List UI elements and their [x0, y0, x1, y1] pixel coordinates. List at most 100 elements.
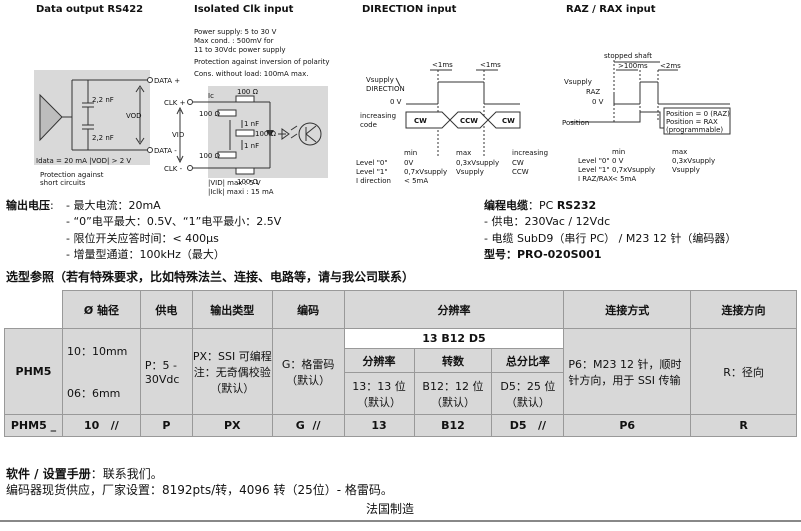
connection-value: P6：M23 12 针，顺时针方向，用于 SSI 传输 [568, 357, 682, 387]
manual-label: 软件 / 设置手册 [6, 467, 91, 481]
direction-min: min [404, 149, 417, 157]
cable-spec-1: - 供电：230Vac / 12Vdc [484, 215, 611, 228]
clk-ic: Ic [208, 92, 214, 100]
output-spec-3: - 限位开关应答时间：< 400µs [66, 232, 219, 245]
resolution-subheader: 13 B12 D5 [343, 328, 565, 349]
rs422-cap1: 2,2 nF [92, 96, 114, 104]
footer-divider [0, 520, 801, 522]
cable-label: 编程电缆 [484, 199, 528, 212]
rs422-vod: VOD [126, 112, 142, 120]
cable-value: ：PC [528, 199, 554, 212]
ordercode-code-value: G [295, 419, 305, 432]
ordercode-row: PHM5 _ 10 // P PX G // 13 B12 D5 // P6 R [4, 414, 797, 437]
direction-level0: Level "0" [356, 159, 388, 167]
turns-value-cell: B12：12 位（默认） [413, 372, 493, 415]
direction-cell: R：径向 [690, 328, 797, 415]
rs422-data-plus: DATA + [154, 77, 180, 85]
direction-vsupply: Vsupply [366, 76, 394, 84]
raz-zero: 0 V [592, 98, 604, 106]
raz-l0-max: 0,3xVsupply [672, 157, 715, 165]
direction-zero: 0 V [390, 98, 402, 106]
clk-r2: 100 Ω [199, 110, 221, 118]
turns-value: B12：12 位（默认） [422, 379, 484, 409]
subcol-res: 分辨率 [343, 348, 415, 373]
total-value-cell: D5：25 位（默认） [491, 372, 565, 415]
direction-ccw: CCW [460, 117, 478, 125]
supply-cell: P：5 - 30Vdc [139, 328, 193, 415]
rs422-diagram: DATA + DATA - 2,2 nF 2,2 nF VOD Idata = … [34, 70, 180, 187]
raz-l0-min: 0 V [612, 157, 624, 165]
header-supply: 供电 [139, 290, 193, 329]
raz-pos2: Position = RAX [666, 118, 718, 126]
direction-diagram: Vsupply DIRECTION 0 V <1ms <1ms increasi… [356, 61, 548, 185]
rs422-protection: Protection against [40, 171, 104, 179]
clk-spec-3: 11 to 30Vdc power supply [194, 46, 286, 54]
selection-title: 选型参照（若有特殊要求，比如特殊法兰、连接、电路等，请与我公司联系） [6, 270, 415, 284]
clk-spec-2: Max cond. : 500mV for [194, 37, 274, 45]
clk-nf2: 1 nF [244, 142, 259, 150]
shaft-10-cell: 10：10mm [61, 328, 141, 373]
raz-label: RAZ [586, 88, 600, 96]
direction-label: DIRECTION [366, 85, 405, 93]
raz-pos1: Position = 0 (RAZ) [666, 110, 730, 118]
model-block: 型号：PRO-020S001 [484, 247, 602, 262]
rs422-cap2: 2,2 nF [92, 134, 114, 142]
table-values-row-1: 06：6mm 13：13 位（默认） B12：12 位（默认） D5：25 位（… [5, 372, 797, 415]
raz-vsupply: Vsupply [564, 78, 592, 86]
ordercode-res: 13 [343, 414, 415, 437]
raz-position: Position [562, 119, 589, 127]
raz-t2: <2ms [660, 62, 681, 70]
clk-title: Isolated Clk input [194, 4, 294, 15]
stock-line: 编码器现货供应，厂家设置：8192pts/转，4096 转（25位）- 格雷码。 [6, 483, 393, 497]
direction-l0-min: 0V [404, 159, 413, 167]
direction-title: DIRECTION input [362, 4, 457, 15]
clk-minus: CLK - [164, 165, 183, 173]
header-connection: 连接方式 [563, 290, 692, 329]
ordercode-shaft-value: 10 [83, 419, 100, 432]
shaft-10: 10：10mm [66, 344, 128, 358]
raz-i-min: < 5mA [612, 175, 636, 183]
clk-r3: 100 Ω [255, 130, 277, 138]
raz-title: RAZ / RAX input [566, 4, 656, 15]
header-resolution: 分辨率 [343, 290, 565, 329]
ordercode-supply: P [139, 414, 193, 437]
direction-idir: I direction [356, 177, 391, 185]
rs422-idata: Idata = 20 mA |VOD| > 2 V [36, 157, 131, 165]
rs422-short: short circuits [40, 179, 86, 187]
shaft-06-cell: 06：6mm [61, 372, 141, 415]
direction-increasing: increasing [360, 112, 396, 120]
output-spec-2: - “0”电平最大：0.5V、“1”电平最小：2.5V [66, 215, 282, 228]
header-output: 输出类型 [191, 290, 273, 329]
subcol-turns: 转数 [413, 348, 493, 373]
raz-iraz: I RAZ/RAX [578, 175, 613, 183]
subcol-total: 总分比率 [491, 348, 565, 373]
output-cell: PX：SSI 可编程 注：无奇偶校验（默认） [191, 328, 273, 415]
ordercode-output: PX [191, 414, 273, 437]
clk-spec-5: Cons. without load: 100mA max. [194, 70, 309, 78]
raz-diagram: stopped shaft >100ms <2ms Vsupply RAZ 0 … [562, 52, 731, 183]
direction-cw1: CW [414, 117, 427, 125]
output-spec-4: - 增量型通道：100kHz（最大） [66, 248, 225, 261]
total-value: D5：25 位（默认） [500, 379, 556, 409]
rs422-data-minus: DATA - [154, 147, 177, 155]
direction-l1-min: 0,7xVsupply [404, 168, 447, 176]
manual-value: ：联系我们。 [90, 467, 163, 481]
output-voltage-sep: : [50, 199, 54, 212]
direction-level1: Level "1" [356, 168, 388, 176]
header-direction: 连接方向 [690, 290, 797, 329]
raz-pos3: (programmable) [666, 126, 723, 134]
table-header-row: Ø 轴径 供电 输出类型 编码 分辨率 连接方式 连接方向 [4, 290, 797, 329]
clk-nf1: 1 nF [244, 120, 259, 128]
cable-spec-2: - 电缆 SubD9（串行 PC） / M23 12 针（编码器） [484, 232, 737, 245]
order-table: Ø 轴径 供电 输出类型 编码 分辨率 连接方式 连接方向 PHM5 10：10… [4, 290, 797, 437]
model-name: PHM5 [15, 365, 52, 378]
shaft-06: 06：6mm [66, 387, 121, 401]
raz-min: min [612, 148, 625, 156]
ordercode-connection: P6 [563, 414, 692, 437]
header-code: 编码 [271, 290, 345, 329]
code-cell: G：格雷码（默认） [271, 328, 345, 415]
clk-vid-max: |VID| max : 5 V [208, 179, 261, 187]
raz-max: max [672, 148, 687, 156]
model-cell: PHM5 [4, 328, 63, 415]
direction-i-min: < 5mA [404, 177, 428, 185]
